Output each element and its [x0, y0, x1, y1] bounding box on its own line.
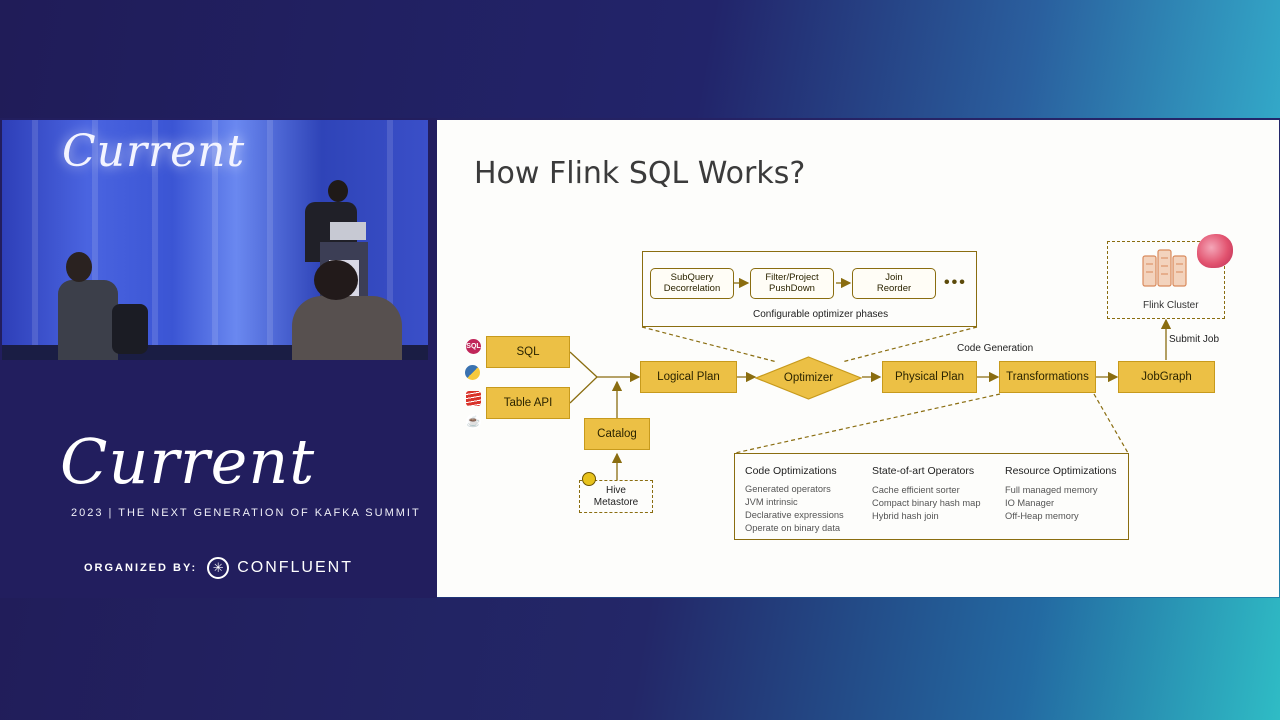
- physical-plan-box: Physical Plan: [882, 361, 977, 393]
- audience-person-head: [66, 252, 92, 282]
- top-background-band: [0, 0, 1280, 118]
- table-api-input-box: Table API: [486, 387, 570, 419]
- list-item: Compact binary hash map: [872, 498, 981, 508]
- list-item: Off-Heap memory: [1005, 511, 1079, 521]
- organizer-line: ORGANIZED BY: ✳ CONFLUENT: [84, 557, 353, 579]
- phase-line: SubQuery: [670, 271, 714, 283]
- phase-line: Decorrelation: [663, 282, 721, 294]
- server-stack-icon: [1141, 248, 1189, 288]
- audience-person-head: [314, 260, 358, 300]
- python-icon: [465, 365, 480, 380]
- list-item: Declarative expressions: [745, 510, 844, 520]
- optimizer-phases-caption: Configurable optimizer phases: [753, 309, 889, 320]
- video-backdrop-logo: Current: [62, 126, 246, 177]
- audience-person-body: [58, 280, 118, 360]
- submit-job-label: Submit Job: [1169, 334, 1220, 345]
- curtain-fold: [387, 120, 393, 360]
- transformations-box: Transformations: [999, 361, 1096, 393]
- table-api-connector: [569, 376, 598, 404]
- phase-line: Join: [885, 271, 903, 283]
- diagram-connectors: [569, 277, 1172, 480]
- optimizer-label: Optimizer: [783, 372, 834, 384]
- hive-logo-icon: [582, 472, 596, 486]
- flink-cluster-label: Flink Cluster: [1143, 300, 1199, 311]
- list-item: JVM intrinsic: [745, 497, 798, 507]
- metastore-label: Metastore: [593, 496, 639, 508]
- optimizer-phases-frame: [642, 251, 977, 327]
- sql-input-box: SQL: [486, 336, 570, 368]
- curtain-fold: [32, 120, 38, 360]
- optimizer-zoom-line-left: [641, 326, 778, 363]
- transformations-zoom-line-left: [734, 393, 1001, 454]
- speaker-head: [328, 180, 348, 202]
- curtain-fold: [212, 120, 218, 360]
- flink-cluster-frame: [1107, 241, 1225, 319]
- list-item: IO Manager: [1005, 498, 1055, 508]
- phase-line: Reorder: [876, 282, 912, 294]
- logical-plan-box: Logical Plan: [640, 361, 737, 393]
- list-item: Full managed memory: [1005, 485, 1098, 495]
- curtain-fold: [92, 120, 98, 360]
- sql-icon: SQL: [466, 339, 481, 354]
- phase-line: Filter/Project: [765, 271, 819, 283]
- operators-list: Cache efficient sorter Compact binary ha…: [872, 484, 981, 523]
- organizer-name: CONFLUENT: [237, 559, 353, 576]
- audience-person-body: [292, 296, 402, 360]
- optimizer-zoom-line-right: [841, 326, 978, 363]
- flink-squirrel-logo-icon: [1197, 234, 1233, 268]
- operators-title: State-of-art Operators: [872, 465, 975, 477]
- more-phases-ellipsis: •••: [944, 274, 967, 291]
- current-logo: Current: [60, 425, 316, 498]
- event-subtitle: 2023 | THE NEXT GENERATION OF KAFKA SUMM…: [71, 507, 421, 519]
- code-optimizations-list: Generated operators JVM intrinsic Declar…: [745, 483, 844, 535]
- speaker-video[interactable]: Current: [2, 120, 428, 360]
- resource-optimizations-title: Resource Optimizations: [1005, 465, 1117, 477]
- laptop: [330, 222, 366, 240]
- list-item: Hybrid hash join: [872, 511, 939, 521]
- optimizer-diamond: Optimizer: [755, 356, 862, 400]
- curtain-fold: [152, 120, 158, 360]
- slide-title: How Flink SQL Works?: [474, 156, 806, 191]
- confluent-logo-icon: ✳: [207, 557, 230, 579]
- curtain-fold: [267, 120, 273, 360]
- sql-connector: [569, 351, 598, 378]
- scala-icon: [466, 391, 481, 406]
- phase-line: PushDown: [769, 282, 815, 294]
- presentation-slide: How Flink SQL Works?: [437, 120, 1279, 597]
- transformations-zoom-line-right: [1093, 393, 1129, 454]
- bottom-background-band: [0, 598, 1280, 720]
- diamond-shape: [755, 356, 862, 400]
- list-item: Generated operators: [745, 484, 831, 494]
- java-icon: ☕: [466, 414, 481, 429]
- list-item: Cache efficient sorter: [872, 485, 960, 495]
- list-item: Operate on binary data: [745, 523, 841, 533]
- organized-by-label: ORGANIZED BY:: [84, 562, 198, 574]
- code-generation-label: Code Generation: [957, 343, 1034, 354]
- hive-metastore-box: Hive Metastore: [579, 480, 653, 513]
- audience-backpack: [112, 304, 148, 354]
- servers-graphic: [1142, 249, 1187, 287]
- jobgraph-box: JobGraph: [1118, 361, 1215, 393]
- optimizations-frame: [734, 453, 1129, 540]
- code-optimizations-title: Code Optimizations: [745, 465, 837, 477]
- catalog-box: Catalog: [584, 418, 650, 450]
- hive-label: Hive: [605, 484, 626, 496]
- resource-optimizations-list: Full managed memory IO Manager Off-Heap …: [1005, 484, 1098, 523]
